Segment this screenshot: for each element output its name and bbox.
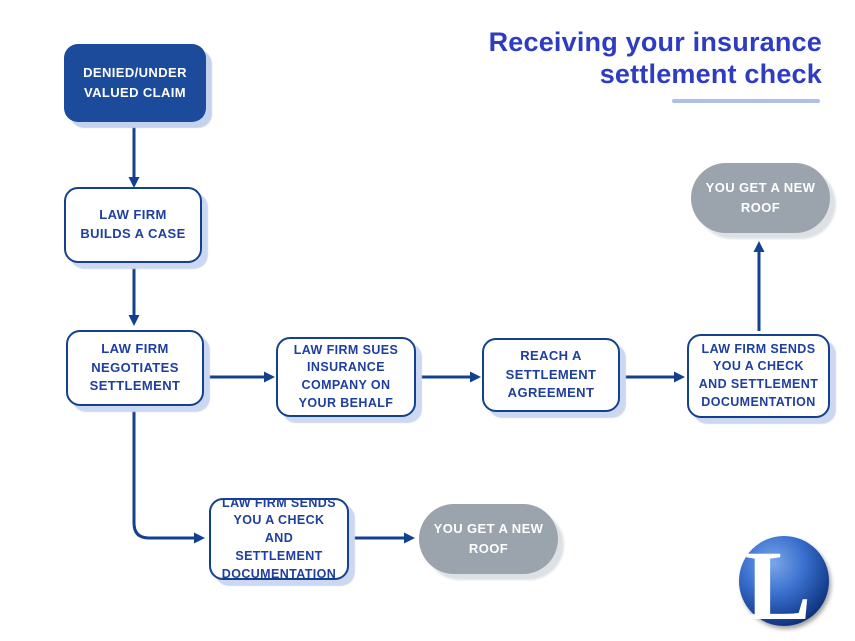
logo-sphere-icon: L xyxy=(739,530,829,641)
title-underline xyxy=(672,99,820,103)
node-denied-claim: DENIED/UNDER VALUED CLAIM xyxy=(64,44,206,122)
node-sends-check-top: LAW FIRM SENDS YOU A CHECK AND SETTLEMEN… xyxy=(687,334,830,418)
node-sends-check-top-label: LAW FIRM SENDS YOU A CHECK AND SETTLEMEN… xyxy=(698,341,819,409)
page-title-line2: settlement check xyxy=(599,59,822,89)
node-negotiates-settlement: LAW FIRM NEGOTIATES SETTLEMENT xyxy=(66,330,204,406)
node-sues-insurance-label: LAW FIRM SUES INSURANCE COMPANY ON YOUR … xyxy=(293,342,399,410)
node-new-roof-bottom: YOU GET A NEW ROOF xyxy=(419,504,558,574)
company-logo: L xyxy=(735,530,835,641)
page-title-line1: Receiving your insurance xyxy=(488,27,822,57)
node-builds-case: LAW FIRM BUILDS A CASE xyxy=(64,187,202,263)
arrow-negotiates-to-sends-bottom xyxy=(132,409,205,544)
node-negotiates-settlement-label: LAW FIRM NEGOTIATES SETTLEMENT xyxy=(89,340,181,394)
page-title: Receiving your insurance settlement chec… xyxy=(400,26,822,90)
node-builds-case-label: LAW FIRM BUILDS A CASE xyxy=(80,207,186,241)
node-new-roof-top-label: YOU GET A NEW ROOF xyxy=(705,179,816,215)
node-reach-agreement: REACH A SETTLEMENT AGREEMENT xyxy=(482,338,620,412)
logo-letter: L xyxy=(745,536,812,632)
node-new-roof-top: YOU GET A NEW ROOF xyxy=(691,163,830,233)
node-denied-claim-label: DENIED/UNDER VALUED CLAIM xyxy=(83,64,187,100)
node-sends-check-bottom: LAW FIRM SENDS YOU A CHECK AND SETTLEMEN… xyxy=(209,496,349,581)
node-reach-agreement-label: REACH A SETTLEMENT AGREEMENT xyxy=(505,347,597,401)
node-sends-check-bottom-label: LAW FIRM SENDS YOU A CHECK AND SETTLEMEN… xyxy=(221,495,337,581)
node-sues-insurance: LAW FIRM SUES INSURANCE COMPANY ON YOUR … xyxy=(276,337,416,417)
node-new-roof-bottom-label: YOU GET A NEW ROOF xyxy=(433,520,544,556)
